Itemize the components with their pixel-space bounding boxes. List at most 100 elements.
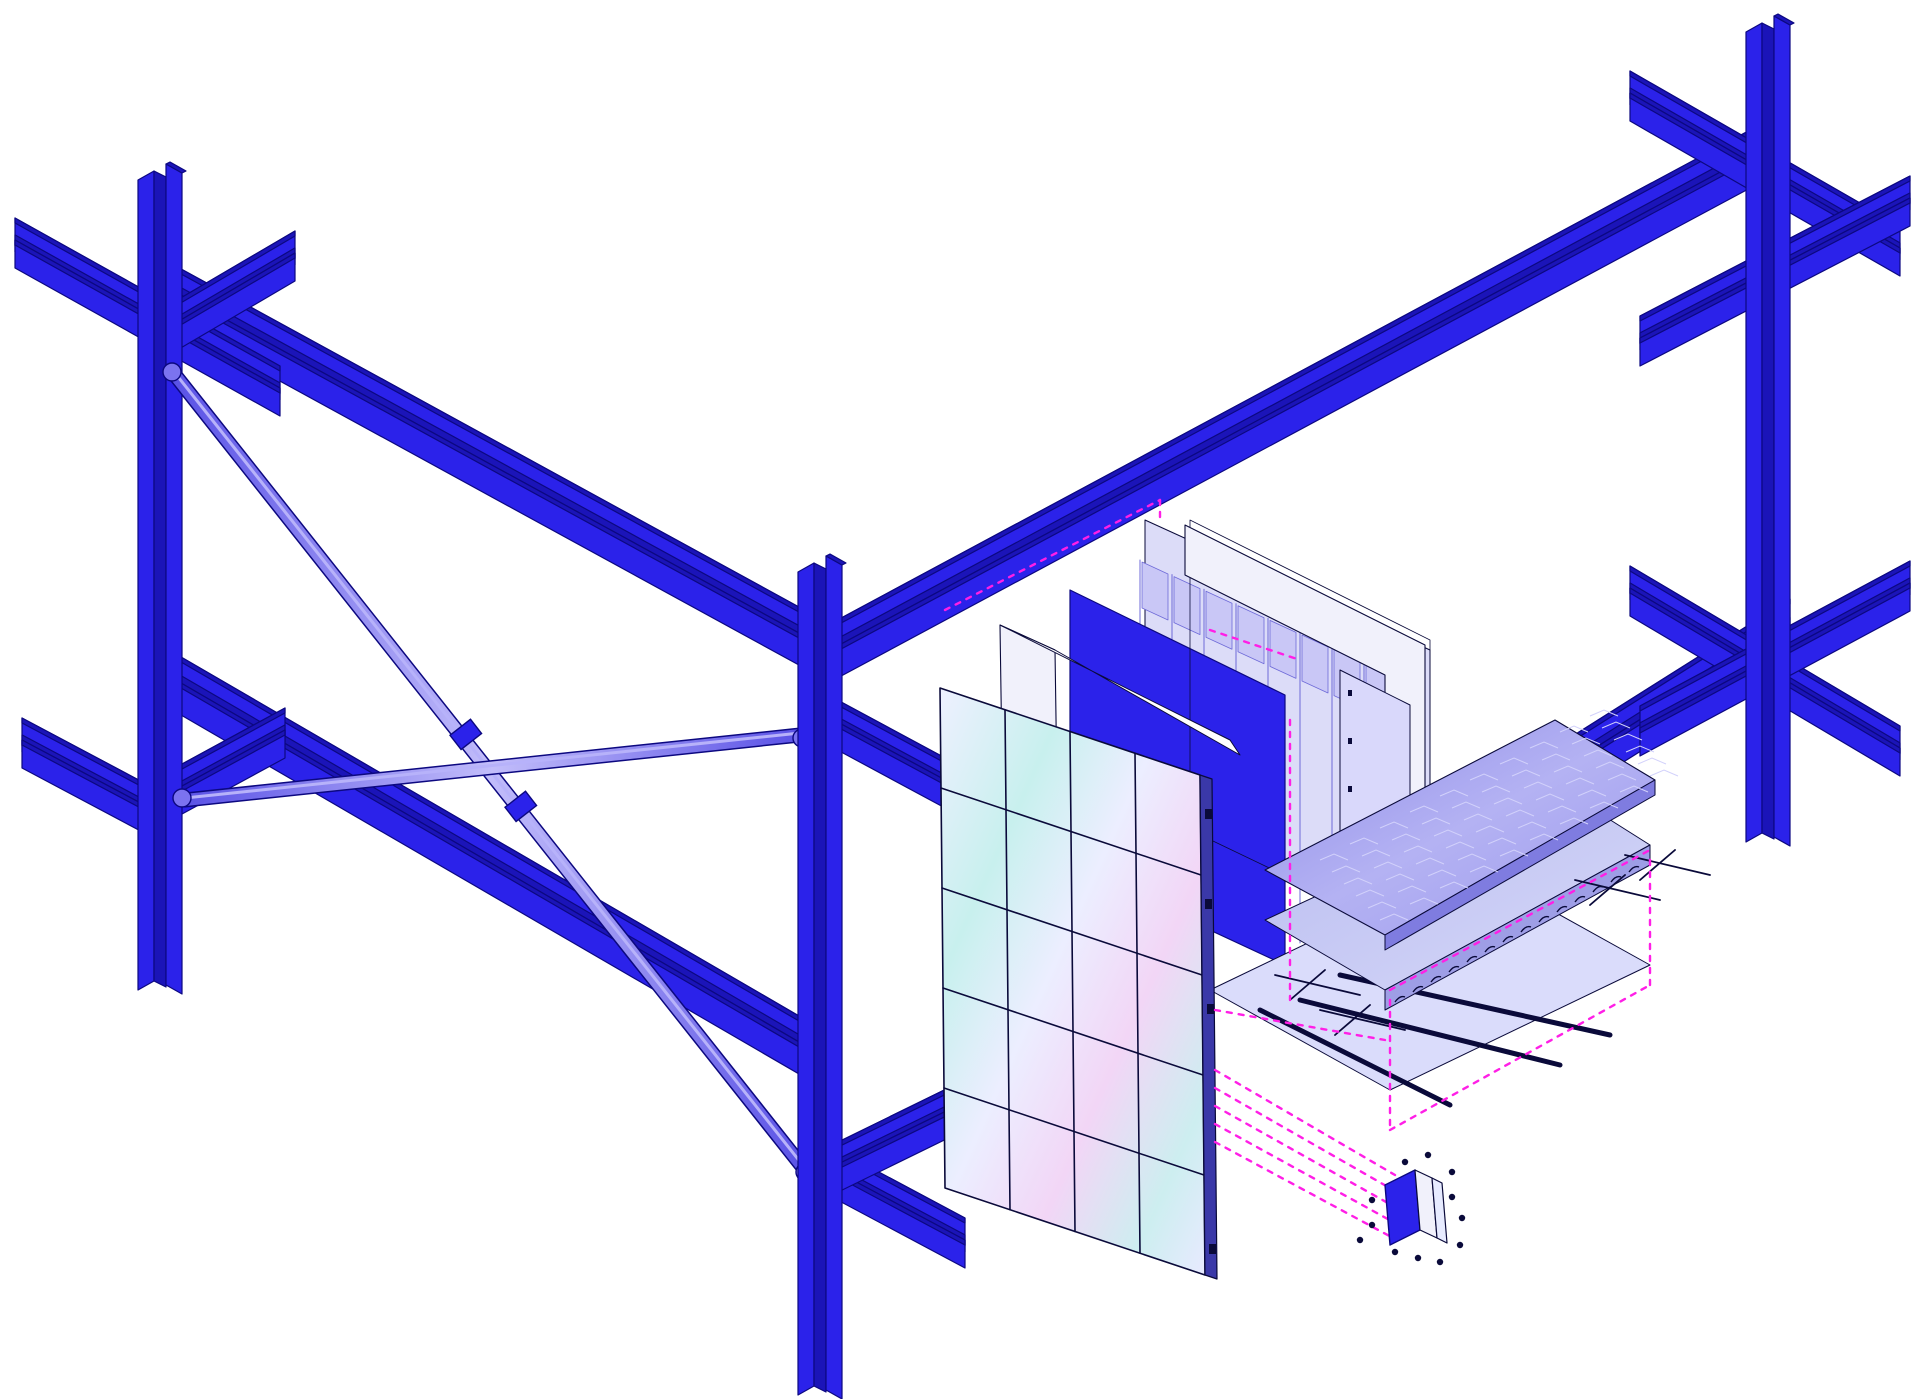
- transom-4: [943, 1087, 1205, 1176]
- herringbone-0-2: [1379, 821, 1409, 829]
- herringbone-2-1: [1373, 861, 1403, 869]
- beam-bottom-left-bottom-edge: [149, 664, 831, 1066]
- herringbone-5-3: [1469, 865, 1499, 873]
- brace-diagonal-cross-body: [179, 729, 806, 806]
- deck-joist-1: [1257, 1007, 1453, 1108]
- deck-corrugation-0: [1394, 995, 1406, 1003]
- column-front: [797, 553, 847, 1399]
- herringbone-5-8: [1619, 785, 1649, 793]
- deck-corrugation-8: [1538, 915, 1550, 923]
- guide-floor-c: [1388, 983, 1652, 1132]
- column-right-back-flange-right: [1773, 15, 1791, 847]
- herringbone-3-3: [1445, 841, 1475, 849]
- herringbone-1-6: [1511, 769, 1541, 777]
- floor-assembly: [1209, 709, 1711, 1108]
- herringbone-0-7: [1529, 741, 1559, 749]
- herringbone-3-6: [1535, 793, 1565, 801]
- deck-corrugation-3: [1448, 965, 1460, 973]
- column-front-flange-right: [825, 555, 843, 1399]
- curtain-wall-bracket-1: [1205, 899, 1212, 909]
- transom-2: [941, 887, 1203, 976]
- herringbone-0-3: [1409, 805, 1439, 813]
- brace-diagonal-cross-highlight: [183, 731, 802, 800]
- connection-bolt-1: [1368, 1221, 1376, 1229]
- herringbone-2-8: [1583, 749, 1613, 757]
- column-left-cap: [165, 161, 187, 174]
- herringbone-1-0: [1331, 865, 1361, 873]
- rebar-x-2: [1274, 974, 1361, 996]
- deck-corrugation-10: [1574, 895, 1586, 903]
- herringbone-4-3: [1457, 853, 1487, 861]
- connection-bolt-7: [1414, 1254, 1422, 1262]
- mullion-1: [1004, 708, 1011, 1211]
- beam-top-right: [829, 113, 1781, 683]
- connection-bolt-4: [1458, 1214, 1466, 1222]
- herringbone-3-2: [1415, 857, 1445, 865]
- connection-bolt-0: [1368, 1196, 1376, 1204]
- herringbone-3-8: [1595, 761, 1625, 769]
- herringbone-5-7: [1589, 801, 1619, 809]
- mullion-2: [1069, 730, 1076, 1233]
- deck-joist-0: [1297, 997, 1563, 1068]
- column-right-back-cap: [1773, 13, 1795, 26]
- transom-1: [940, 787, 1202, 876]
- herringbone-2-3: [1433, 829, 1463, 837]
- deck-corrugation-4: [1466, 955, 1478, 963]
- herringbone-1-5: [1481, 785, 1511, 793]
- herringbone-0-0: [1319, 853, 1349, 861]
- guide-connection-2: [1213, 1104, 1397, 1209]
- herringbone-1-4: [1451, 801, 1481, 809]
- board-fixing-1: [1348, 738, 1352, 744]
- steel-frame: [14, 13, 1911, 1093]
- connection-bolt-9: [1401, 1158, 1409, 1166]
- diagonal-bracing: [162, 362, 815, 1182]
- guide-connection-1: [1213, 1086, 1397, 1193]
- column-left-flange-left: [137, 170, 155, 991]
- cross-beam-left-low-b: [159, 707, 286, 827]
- column-left-web: [153, 170, 167, 988]
- herringbone-5-9: [1649, 769, 1679, 777]
- column-front-web: [813, 562, 827, 1393]
- deck-corrugation-2: [1430, 975, 1442, 983]
- connection-bolt-3: [1448, 1193, 1456, 1201]
- column-right-back-flange-left: [1745, 22, 1763, 843]
- deck-corrugation-12: [1610, 875, 1622, 883]
- herringbone-0-4: [1439, 789, 1469, 797]
- rebar-y-0: [1639, 849, 1676, 881]
- beam-bottom-left-flange-edge: [149, 638, 831, 1040]
- herringbone-1-8: [1571, 737, 1601, 745]
- connection-plate-front: [1384, 1169, 1421, 1246]
- insulation-block-0: [1141, 561, 1169, 621]
- deck-corrugation-7: [1520, 925, 1532, 933]
- beam-top-right-flange-edge: [829, 113, 1781, 630]
- connection-bolt-6: [1391, 1248, 1399, 1256]
- connection-bolt-5: [1456, 1241, 1464, 1249]
- explosion-guide-lines: [943, 498, 1652, 1241]
- herringbone-2-2: [1403, 845, 1433, 853]
- board-fixing-0: [1348, 690, 1352, 696]
- herringbone-3-1: [1385, 873, 1415, 881]
- rigid-board-top: [999, 624, 1241, 756]
- column-right-back: [1745, 13, 1795, 847]
- brace-end-plate-1: [162, 362, 182, 382]
- rebar-y-3: [1334, 1004, 1371, 1036]
- herringbone-1-3: [1421, 817, 1451, 825]
- connection-plate: [1356, 1151, 1466, 1266]
- herringbone-4-9: [1637, 757, 1667, 765]
- herringbone-2-0: [1343, 877, 1373, 885]
- herringbone-3-5: [1505, 809, 1535, 817]
- herringbone-1-9: [1601, 721, 1631, 729]
- curtain-wall-bracket-3: [1209, 1244, 1216, 1254]
- herringbone-5-6: [1559, 817, 1589, 825]
- connection-bolt-2: [1448, 1168, 1456, 1176]
- rebar-x-0: [1624, 854, 1711, 876]
- herringbone-4-2: [1427, 869, 1457, 877]
- guide-connection-3: [1213, 1122, 1397, 1225]
- herringbone-3-9: [1625, 745, 1655, 753]
- deck-corrugation-5: [1484, 945, 1496, 953]
- column-right-back-web: [1761, 22, 1775, 840]
- connection-bolt-11: [1356, 1236, 1364, 1244]
- guide-floor-d: [1388, 848, 1652, 992]
- guide-connection-4: [1213, 1140, 1397, 1241]
